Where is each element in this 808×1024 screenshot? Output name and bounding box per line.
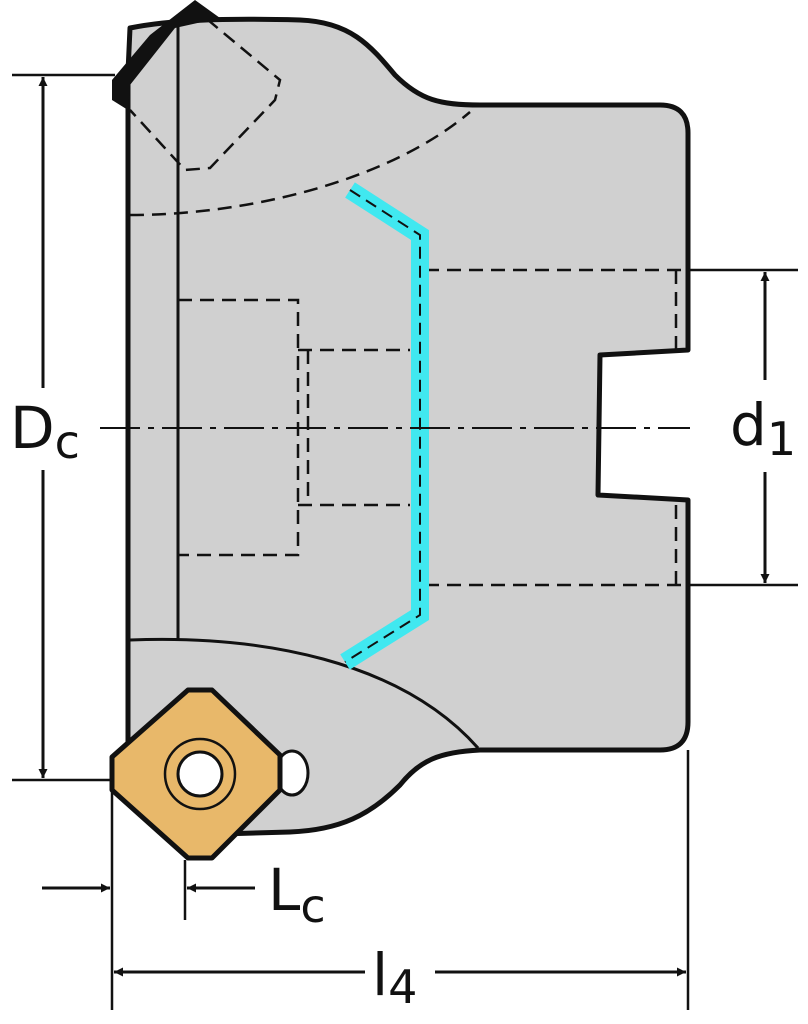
l4-label: l4 (372, 941, 417, 1014)
lower-chip-pocket-edge (129, 637, 480, 749)
upper-chip-pocket-hidden-line (129, 111, 471, 217)
lc-label: Lc (268, 856, 326, 933)
top-insert-cutting-edge (112, 0, 220, 110)
dimension-d1: d1 (688, 268, 798, 587)
cutter-body-outline (125, 16, 691, 838)
coolant-channel (340, 182, 429, 670)
cutter-body (125, 16, 691, 838)
dimension-lc: Lc (42, 790, 326, 1010)
top-insert-hidden-outline (129, 4, 282, 172)
d1-label: d1 (730, 391, 796, 466)
insert-screw-hole (176, 750, 224, 798)
bottom-insert (109, 687, 310, 861)
insert-screw-ring (163, 737, 237, 811)
dimension-l4: l4 (114, 750, 690, 1014)
coolant-channel-outline (344, 189, 421, 663)
dc-label: Dc (10, 394, 80, 469)
dimension-dc: Dc (10, 73, 115, 782)
